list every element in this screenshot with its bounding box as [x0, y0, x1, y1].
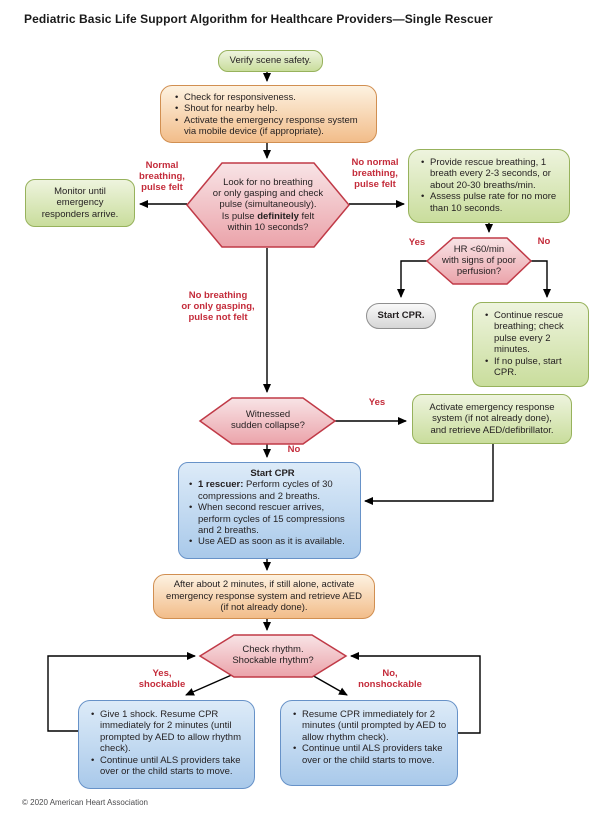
text-line: perfusion? [456, 266, 502, 278]
witnessed-collapse-hexagon [198, 397, 337, 445]
bullet-item: When second rescuer arrives, perform cyc… [189, 502, 356, 536]
hr-perfusion-hexagon-text: HR <60/min with signs of poor perfusion? [419, 244, 539, 278]
bullet-item: Give 1 shock. Resume CPR immediately for… [91, 709, 250, 755]
bullet-item: If no pulse, start CPR. [485, 356, 585, 379]
label-no-breathing: No breathing or only gasping, pulse not … [166, 290, 270, 324]
page-title: Pediatric Basic Life Support Algorithm f… [24, 12, 493, 26]
bullet-item: 1 rescuer: Perform cycles of 30 compress… [189, 479, 356, 502]
start-cpr-box: Start CPR 1 rescuer: Perform cycles of 3… [178, 462, 361, 559]
bullet-item: Activate the emergency response system v… [175, 115, 370, 138]
bullet-item: Use AED as soon as it is available. [189, 536, 356, 548]
arrow-activate-to-start-cpr [364, 443, 494, 505]
verify-safety-box: Verify scene safety. [218, 50, 323, 72]
text-line: or only gasping and check [212, 188, 324, 200]
bullet-item: Provide rescue breathing, 1 breath every… [421, 157, 565, 191]
text-line: Shockable rhythm? [232, 655, 314, 667]
start-cpr-title: Start CPR [250, 468, 295, 479]
text-line: or only gasping, [181, 301, 255, 313]
bullet-item: Shout for nearby help. [175, 103, 370, 115]
text-line: After about 2 minutes, if still alone, a… [173, 579, 355, 591]
bullet-item: Continue until ALS providers take over o… [293, 743, 453, 766]
text-line: breathing, [139, 171, 185, 183]
text-line: (if not already done). [220, 602, 308, 614]
text-line: and retrieve AED/defibrillator. [430, 424, 554, 436]
bullet-item: Continue rescue breathing; check pulse e… [485, 310, 585, 356]
text-line: system (if not already done), [432, 413, 552, 425]
label-normal-breathing: Normal breathing, pulse felt [126, 160, 198, 194]
loop-shock-to-rhythm-hex [47, 652, 196, 732]
verify-safety-text: Verify scene safety. [229, 55, 312, 67]
label-no-normal-breathing: No normal breathing, pulse felt [344, 157, 406, 191]
responsiveness-box: Check for responsiveness. Shout for near… [160, 85, 377, 143]
text-line: No, [382, 668, 398, 679]
text-line: sudden collapse? [231, 420, 305, 432]
monitor-box: Monitor until emergency responders arriv… [25, 179, 135, 227]
text-line: pulse felt [354, 179, 396, 191]
text-line: Look for no breathing [223, 177, 313, 188]
text-line: Check rhythm. [242, 644, 304, 655]
text-line: shockable [138, 679, 186, 691]
continue-rescue-box: Continue rescue breathing; check pulse e… [472, 302, 589, 387]
shock-box: Give 1 shock. Resume CPR immediately for… [78, 700, 255, 789]
loop-resume-to-rhythm-hex [350, 652, 481, 734]
pulse-check-hexagon-text: Look for no breathing or only gasping an… [192, 177, 344, 233]
bullet-item: Resume CPR immediately for 2 minutes (un… [293, 709, 453, 743]
pulse-check-hexagon [186, 162, 350, 248]
resume-cpr-box: Resume CPR immediately for 2 minutes (un… [280, 700, 458, 786]
text-line: pulse (simultaneously). [219, 199, 317, 211]
label-yes-shockable: Yes, shockable [126, 668, 198, 690]
text-line: Monitor until [54, 185, 106, 197]
label-collapse-yes: Yes [368, 397, 386, 408]
rescue-breathing-box: Provide rescue breathing, 1 breath every… [408, 149, 570, 223]
label-hr-no: No [537, 236, 551, 247]
text-line: Normal [145, 160, 179, 171]
check-rhythm-hexagon-text: Check rhythm. Shockable rhythm? [203, 644, 343, 666]
decision-hexagons [186, 162, 533, 678]
check-rhythm-hexagon [198, 634, 348, 678]
bullet-item: Check for responsiveness. [175, 92, 370, 104]
label-collapse-no: No [287, 444, 301, 455]
text-line: within 10 seconds? [227, 221, 309, 233]
copyright-text: © 2020 American Heart Association [22, 798, 148, 807]
text-line: Is pulse definitely felt [221, 210, 315, 222]
flow-arrows [47, 72, 551, 734]
text-line: pulse felt [141, 182, 183, 194]
start-cpr-pill: Start CPR. [366, 303, 436, 329]
text-line: responders arrive. [41, 208, 119, 220]
text-line: HR <60/min [453, 244, 505, 255]
text-line: Activate emergency response [429, 401, 555, 413]
start-cpr-pill-text: Start CPR. [377, 310, 425, 322]
text-line: Witnessed [245, 409, 291, 420]
text-line: No breathing [188, 290, 248, 301]
bullet-item: Assess pulse rate for no more than 10 se… [421, 191, 565, 214]
text-line: breathing, [352, 168, 398, 180]
arrow-hr-yes-to-start-cpr-pill [397, 260, 427, 298]
text-line: No normal [351, 157, 399, 168]
text-line: with signs of poor [442, 255, 516, 267]
text-line: emergency response system and retrieve A… [166, 590, 362, 602]
witnessed-collapse-hexagon-text: Witnessed sudden collapse? [198, 409, 338, 431]
hr-perfusion-hexagon [425, 237, 533, 285]
label-hr-yes: Yes [408, 237, 426, 248]
label-no-nonshockable: No, nonshockable [348, 668, 432, 690]
text-line: pulse not felt [188, 312, 248, 324]
activate-ers-box: Activate emergency response system (if n… [412, 394, 572, 444]
text-line: emergency [56, 197, 104, 209]
text-line: nonshockable [358, 679, 422, 691]
reassess-box: After about 2 minutes, if still alone, a… [153, 574, 375, 619]
text-line: Yes, [152, 668, 172, 679]
arrow-hr-no-to-continue-rescue [531, 260, 551, 298]
bullet-item: Continue until ALS providers take over o… [91, 755, 250, 778]
